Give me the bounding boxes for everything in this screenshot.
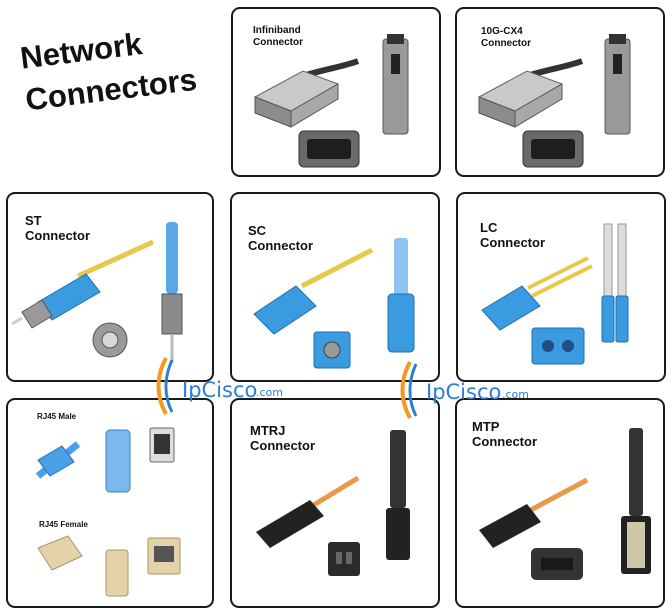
rj45-male-label: RJ45 Male bbox=[37, 412, 77, 421]
mtp-connector-image bbox=[479, 428, 651, 580]
mtrj-label: MTRJ Connector bbox=[250, 423, 315, 453]
brand-logo-icon bbox=[156, 357, 174, 415]
panel-lc: LC Connector bbox=[456, 192, 666, 382]
panel-st: ST Connector bbox=[6, 192, 214, 382]
panel-infiniband: Infiniband Connector bbox=[231, 7, 441, 177]
panel-10g-cx4: 10G-CX4 Connector bbox=[455, 7, 665, 177]
watermark-brand: IpCisco bbox=[426, 380, 502, 404]
panel-sc: SC Connector bbox=[230, 192, 440, 382]
infiniband-label: Infiniband Connector bbox=[253, 25, 303, 48]
mtp-label: MTP Connector bbox=[472, 419, 537, 449]
lc-connector-image bbox=[481, 223, 629, 365]
lc-label: LC Connector bbox=[480, 220, 545, 250]
watermark-brand: IpCisco bbox=[182, 378, 258, 402]
cx4-connector-image bbox=[477, 34, 631, 168]
st-connector-image bbox=[11, 222, 183, 362]
panel-rj45: RJ45 Male RJ45 Female bbox=[6, 398, 214, 608]
cx4-label: 10G-CX4 Connector bbox=[481, 26, 531, 49]
sc-connector-image bbox=[253, 238, 415, 369]
page-title: Network Connectors bbox=[18, 14, 227, 122]
watermark-suffix: .com bbox=[502, 388, 529, 401]
st-label: ST Connector bbox=[25, 213, 90, 243]
rj45-female-label: RJ45 Female bbox=[39, 520, 88, 529]
infiniband-connector-image bbox=[253, 34, 409, 168]
panel-mtp: MTP Connector bbox=[455, 398, 665, 608]
sc-label: SC Connector bbox=[248, 223, 313, 253]
mtrj-connector-image bbox=[256, 430, 410, 576]
brand-logo-icon bbox=[400, 361, 418, 419]
watermark-suffix: .com bbox=[256, 386, 283, 399]
panel-mtrj: MTRJ Connector bbox=[230, 398, 440, 608]
rj45-connector-image bbox=[35, 427, 181, 597]
